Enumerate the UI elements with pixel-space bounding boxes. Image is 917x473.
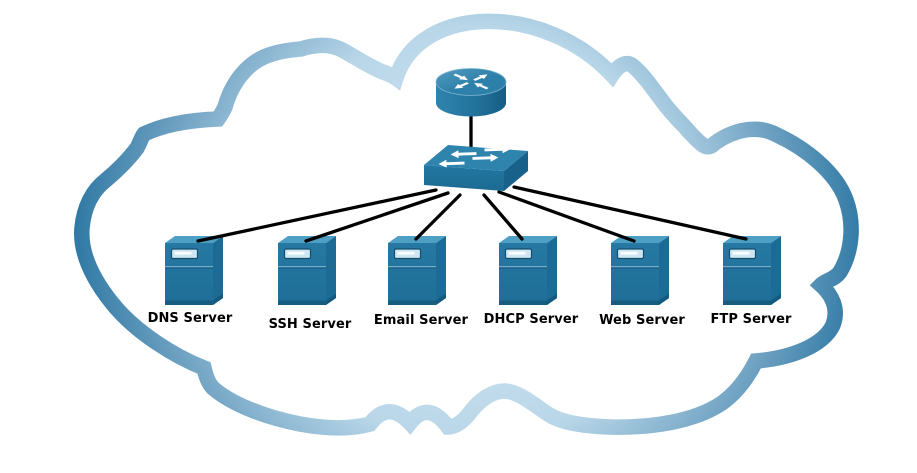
server-label-ssh: SSH Server <box>269 317 352 332</box>
switch-icon <box>424 145 528 191</box>
link-switch-web-server <box>497 190 636 243</box>
server-icon-email <box>387 235 447 306</box>
switch-end-face <box>504 151 528 191</box>
server-label-dns: DNS Server <box>148 311 233 326</box>
server-icon-dhcp <box>498 235 558 306</box>
switch-front-face <box>424 165 504 191</box>
cloud-outline <box>74 13 859 436</box>
router-icon <box>435 68 507 117</box>
server-label-web: Web Server <box>599 313 685 328</box>
server-icon-web <box>610 235 670 306</box>
server-icon-ftp <box>722 235 782 306</box>
server-label-email: Email Server <box>374 313 469 328</box>
link-switch-dhcp-server <box>482 193 524 241</box>
server-label-ftp: FTP Server <box>710 312 792 327</box>
router-top-face <box>435 68 507 96</box>
link-switch-ftp-server <box>512 185 748 241</box>
server-label-dhcp: DHCP Server <box>484 312 579 327</box>
link-switch-ssh-server <box>304 191 450 243</box>
link-switch-dns-server <box>196 188 438 243</box>
link-switch-email-server <box>414 193 462 241</box>
server-icon-dns <box>164 235 224 306</box>
server-icon-ssh <box>277 235 337 306</box>
